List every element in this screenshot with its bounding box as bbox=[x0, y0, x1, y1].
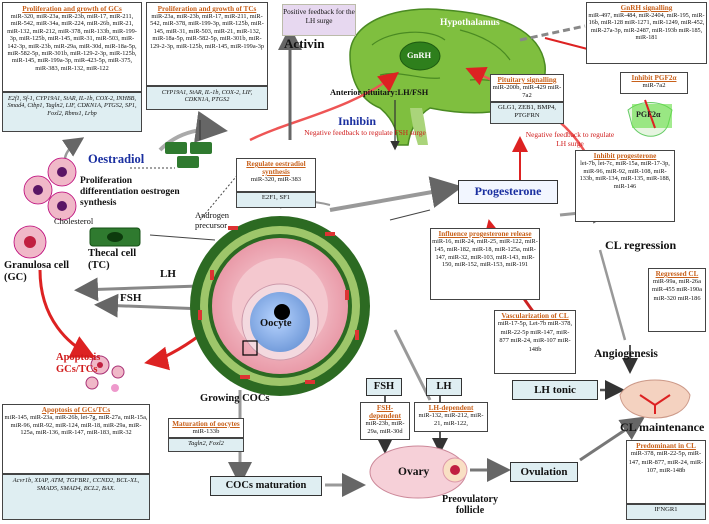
regressed-cl-box: Regressed CL miR-99a, miR-26a miR-455 mi… bbox=[648, 268, 706, 332]
regulate-oestradiol-genes: E2F1, SF1 bbox=[236, 192, 316, 208]
inhibin-label: Inhibin bbox=[338, 114, 377, 128]
pgf-label: PGF2α bbox=[636, 110, 661, 119]
gnrh-signalling-mirnas: miR-497, miR-484, miR-2404, miR-195, miR… bbox=[588, 12, 705, 42]
inhibit-pgf-title: Inhibit PGF2α bbox=[631, 74, 677, 82]
uterus-illustration bbox=[619, 379, 691, 419]
maturation-title: Maturation of oocytes bbox=[172, 420, 240, 428]
fsh-dependent-title: FSH-dependent bbox=[369, 404, 401, 420]
lh-dependent-box: LH-dependent miR-132, miR-212, miR-21, m… bbox=[414, 402, 488, 432]
predominant-cl-title: Predominant in CL bbox=[636, 442, 696, 450]
predominant-cl-genes: IFNGR1 bbox=[626, 504, 706, 520]
preovulatory-label: Preovulatory follicle bbox=[442, 494, 498, 516]
fsh-label: FSH bbox=[120, 292, 142, 304]
progesterone-release-title: Influence progesterone release bbox=[438, 230, 532, 238]
lh-tonic-box: LH tonic bbox=[512, 380, 598, 400]
negative-feedback-fsh: Negative feedback to regulate FSH surge bbox=[304, 128, 426, 137]
pituitary-signalling-mirnas: miR-200b, miR-429 miR-7a2 bbox=[492, 84, 562, 99]
regulate-oestradiol-genes-text: E2F1, SF1 bbox=[261, 194, 291, 201]
gnrh-label: GnRH bbox=[407, 50, 432, 60]
angiogenesis-label: Angiogenesis bbox=[594, 348, 658, 360]
tc-proliferation-genes: CYP19A1, StAR, IL-1b, COX-2, LIF, CDKN1A… bbox=[146, 86, 268, 110]
predominant-cl-mirnas: miR-378, miR-22-5p, miR-147, miR-877, mi… bbox=[628, 450, 704, 475]
gc-proliferation-genes: E2f1, Sf-1, CYP19A1, StAR, IL-1b, COX-2,… bbox=[2, 92, 142, 132]
ovary-illustration bbox=[369, 445, 468, 499]
pituitary-signalling-genes: GLG1, ZEB1, BMP4, PTGFRN bbox=[490, 102, 564, 124]
tc-proliferation-box: Proliferation and growth of TCs miR-23a,… bbox=[146, 2, 268, 86]
apoptosis-box-genes-text: Acvr1b, XIAP, ATM, TGFBR1, CCND2, BCL-XL… bbox=[12, 477, 140, 492]
tc-proliferation-mirnas: miR-23a, miR-23b, miR-17, miR-211, miR-5… bbox=[149, 13, 265, 50]
vascularization-mirnas: miR-17-5p, Let-7b miR-378, miR-22-5p miR… bbox=[497, 320, 573, 353]
gc-proliferation-box: Proliferation and growth of GCs miR-320,… bbox=[2, 2, 142, 92]
fsh-dependent-mirnas: miR-23b, miR-29a, miR-30d bbox=[365, 420, 405, 435]
ovulation-box: Ovulation bbox=[510, 462, 578, 482]
apoptosis-box: Apoptosis of GCs/TCs miR-145, miR-23a, m… bbox=[2, 404, 150, 474]
inhibit-pgf-box: Inhibit PGF2α miR-7a2 bbox=[620, 72, 688, 94]
vascularization-box: Vascularization of CL miR-17-5p, Let-7b … bbox=[494, 310, 576, 374]
predominant-cl-box: Predominant in CL miR-378, miR-22-5p, mi… bbox=[626, 440, 706, 504]
pituitary-signalling-title: Pituitary signalling bbox=[497, 76, 557, 84]
regressed-cl-mirnas: miR-99a, miR-26a miR-455 miR-190a miR-32… bbox=[652, 278, 702, 302]
follicle-illustration bbox=[190, 216, 370, 396]
gnrh-signalling-box: GnRH signalling miR-497, miR-484, miR-24… bbox=[586, 2, 707, 64]
inhibit-progesterone-mirnas: let-7b, let-7c, miR-15a, miR-17-3p, miR-… bbox=[579, 160, 671, 190]
anterior-pituitary-label: Anterior pituitary:LH/FSH bbox=[330, 88, 429, 97]
lh-box: LH bbox=[426, 378, 462, 396]
tc-label: Thecal cell (TC) bbox=[88, 248, 137, 271]
cholesterol-label: Cholesterol bbox=[54, 216, 94, 226]
inhibit-pgf-mirnas: miR-7a2 bbox=[642, 82, 666, 89]
gnrh-signalling-title: GnRH signalling bbox=[620, 4, 673, 12]
androgen-label: Androgen precursor bbox=[195, 210, 229, 230]
granulosa-cell-illustration bbox=[13, 157, 77, 259]
pituitary-signalling-box: Pituitary signalling miR-200b, miR-429 m… bbox=[490, 74, 564, 102]
progesterone-box: Progesterone bbox=[458, 180, 558, 204]
cl-regression-label: CL regression bbox=[605, 238, 677, 252]
gc-label: Granulosa cell (GC) bbox=[4, 260, 70, 283]
regulate-oestradiol-mirnas: miR-320, miR-383 bbox=[250, 176, 302, 183]
lh-label: LH bbox=[160, 268, 176, 280]
gc-proliferation-genes-text: E2f1, Sf-1, CYP19A1, StAR, IL-1b, COX-2,… bbox=[7, 95, 137, 117]
pgf-uterus-icon bbox=[627, 99, 673, 137]
apoptosis-box-mirnas: miR-145, miR-23a, miR-26b, let-7g, miR-2… bbox=[4, 414, 148, 437]
oocyte-label: Oocyte bbox=[260, 318, 292, 329]
apoptosis-label: Apoptosis GCs/TCs bbox=[56, 352, 101, 375]
tc-proliferation-genes-text: CYP19A1, StAR, IL-1b, COX-2, LIF, CDKN1A… bbox=[161, 89, 253, 104]
hypothalamus-label: Hypothalamus bbox=[440, 18, 500, 28]
maturation-genes: Tagln2, Foxl2 bbox=[168, 438, 244, 452]
positive-feedback-box: Positive feedback for the LH surge bbox=[282, 4, 356, 36]
growing-cocs-label: Growing COCs bbox=[200, 393, 270, 404]
gc-proliferation-title: Proliferation and growth of GCs bbox=[22, 5, 122, 13]
vascularization-title: Vascularization of CL bbox=[501, 312, 569, 320]
proliferation-label: Proliferation differentiation oestrogen … bbox=[80, 176, 180, 208]
progesterone-release-box: Influence progesterone release miR-16, m… bbox=[430, 228, 540, 300]
progesterone-release-mirnas: miR-16, miR-24, miR-25, miR-122, miR-145… bbox=[432, 238, 538, 269]
lh-dependent-mirnas: miR-132, miR-212, miR-21, miR-122, bbox=[418, 412, 484, 427]
oestradiol-label: Oestradiol bbox=[88, 152, 145, 166]
fsh-dependent-box: FSH-dependent miR-23b, miR-29a, miR-30d bbox=[360, 402, 410, 440]
negative-feedback-lh: Negative feedback to regulate LH surge bbox=[525, 130, 615, 148]
apoptosis-box-genes: Acvr1b, XIAP, ATM, TGFBR1, CCND2, BCL-XL… bbox=[2, 474, 150, 520]
thecal-cell-illustration bbox=[89, 142, 212, 247]
inhibit-progesterone-title: Inhibit progesterone bbox=[593, 152, 657, 160]
ovary-label: Ovary bbox=[398, 466, 430, 478]
cl-maintenance-label: CL maintenance bbox=[620, 420, 705, 434]
cocs-maturation-box: COCs maturation bbox=[210, 476, 322, 496]
inhibit-progesterone-box: Inhibit progesterone let-7b, let-7c, miR… bbox=[575, 150, 675, 222]
activin-label: Activin bbox=[284, 36, 325, 51]
regressed-cl-title: Regressed CL bbox=[655, 270, 699, 278]
apoptosis-illustration bbox=[85, 355, 125, 392]
fsh-box: FSH bbox=[366, 378, 402, 396]
maturation-box: Maturation of oocytes miR-133b bbox=[168, 418, 244, 438]
maturation-mirnas: miR-133b bbox=[192, 428, 220, 435]
pituitary-signalling-genes-text: GLG1, ZEB1, BMP4, PTGFRN bbox=[497, 104, 557, 119]
regulate-oestradiol-box: Regulate oestradiol synthesis miR-320, m… bbox=[236, 158, 316, 192]
predominant-cl-genes-text: IFNGR1 bbox=[654, 506, 678, 513]
apoptosis-box-title: Apoptosis of GCs/TCs bbox=[41, 406, 111, 414]
gc-proliferation-mirnas: miR-320, miR-23a, miR-23b, miR-17, miR-2… bbox=[7, 13, 137, 72]
maturation-genes-text: Tagln2, Foxl2 bbox=[188, 440, 224, 447]
lh-dependent-title: LH-dependent bbox=[428, 404, 474, 412]
tc-proliferation-title: Proliferation and growth of TCs bbox=[157, 5, 257, 13]
regulate-oestradiol-title: Regulate oestradiol synthesis bbox=[246, 160, 306, 176]
